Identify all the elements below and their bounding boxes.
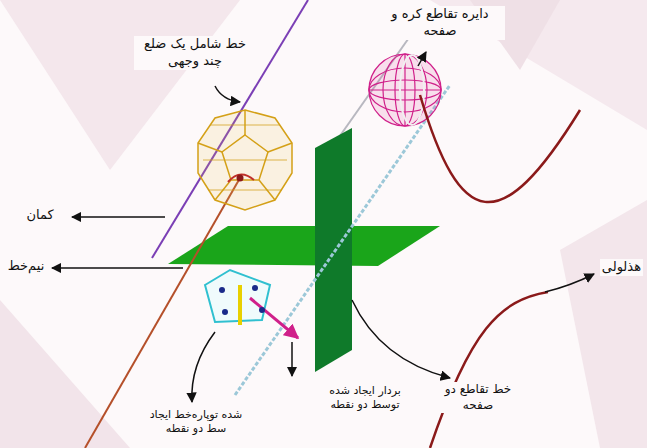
vertical-plane (315, 128, 352, 372)
callout-label: کمان (24, 207, 55, 224)
callout-label: نیم‌خط (6, 258, 47, 275)
callout-label: شده توپاره‌خط ایجاد سط دو نقطه (144, 408, 248, 437)
intersection-circle (400, 55, 424, 125)
pentagon (205, 270, 270, 322)
callout-label: خط تقاطع دو صفحه (436, 382, 520, 413)
dodecahedron (198, 110, 292, 210)
hyperbola (420, 95, 580, 448)
segment (238, 285, 242, 325)
callout-label: بردار ایجاد شده توسط دو نقطه (313, 384, 417, 413)
sphere (369, 54, 441, 126)
callout-label: هذلولی (600, 259, 643, 276)
point (237, 175, 244, 182)
callout-label: دایره تقاطع کره و صفحه (376, 6, 505, 40)
points (219, 285, 265, 315)
vector (250, 298, 298, 338)
leader-lines (52, 52, 594, 402)
callout-label: خط شامل یک ضلع چند وجهی (134, 36, 256, 70)
arc (228, 174, 254, 182)
